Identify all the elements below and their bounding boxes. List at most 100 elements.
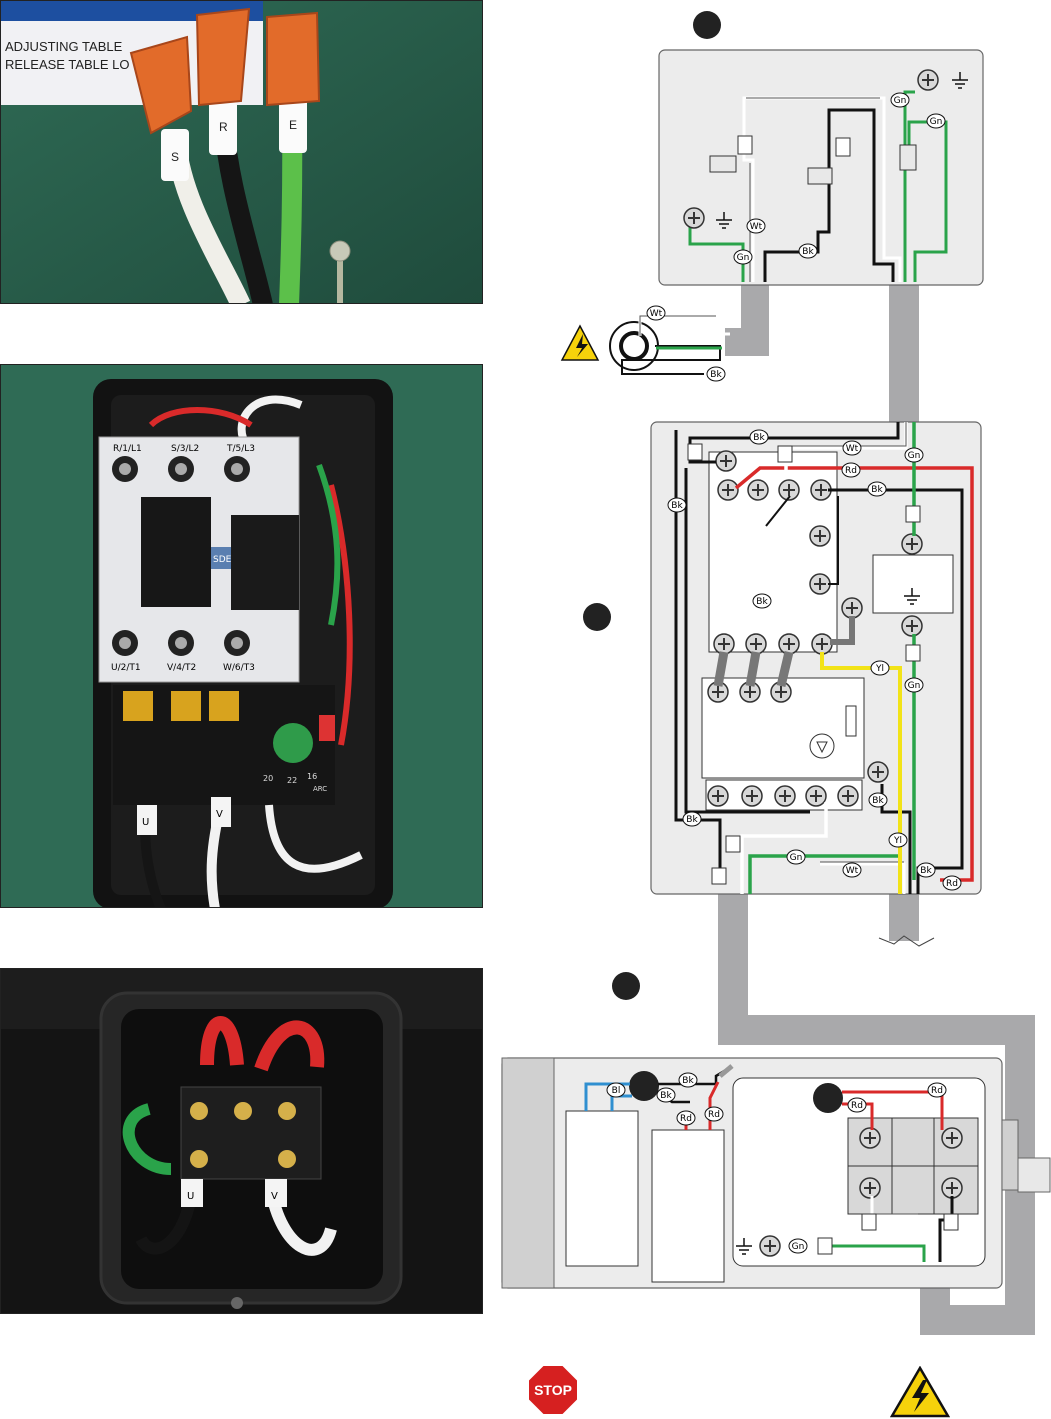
- step-marker-middle: [583, 603, 611, 631]
- wire-tag-label: Yl: [875, 664, 884, 674]
- wire-tag-label: Wt: [846, 444, 859, 454]
- wire-tag-green: Gn: [786, 849, 806, 865]
- contactor-label-l2: S/3/L2: [171, 444, 199, 454]
- wire-tag-red: Rd: [847, 1097, 867, 1113]
- conduit: [725, 285, 769, 356]
- wire-tag-yellow: Yl: [888, 832, 908, 848]
- wire-tag-white: Wt: [842, 440, 862, 456]
- plug-icon: [609, 321, 659, 371]
- wire-tag-green: Gn: [788, 1238, 808, 1254]
- stop-sign-label: STOP: [534, 1382, 572, 1398]
- wire-label-v: V: [216, 809, 223, 820]
- wire-tag-label: Bl: [612, 1086, 621, 1096]
- wire-tag-label: Rd: [946, 879, 958, 889]
- wire-tag-label: Rd: [680, 1114, 692, 1124]
- wire-tag-label: Gn: [908, 681, 921, 691]
- photo-switch-box: R/1/L1 S/3/L2 T/5/L3 SDE U/2/T1 V/4/T2 W…: [0, 364, 483, 908]
- wire-tag-yellow: Yl: [870, 660, 890, 676]
- step-marker-top: [693, 11, 721, 39]
- wire-nut: [266, 11, 321, 107]
- wire-tag-green: Gn: [926, 113, 946, 129]
- wire-label-u: U: [142, 817, 149, 828]
- wire-tag-label: Bk: [872, 796, 884, 806]
- contactor-label-t1: U/2/T1: [111, 663, 141, 673]
- wiring-diagram: GnGnWtBkGnWtBkBkWtGnRdBkBkBkYlGnBkBkYlGn…: [501, 11, 1051, 1335]
- wire-tag-label: Wt: [846, 866, 859, 876]
- wire-tag-label: Rd: [708, 1110, 720, 1120]
- stop-sign-icon: STOP: [527, 1364, 579, 1416]
- wire-tag-white: Wt: [746, 218, 766, 234]
- wire-nut: [129, 35, 193, 135]
- wire-tag-green: Gn: [890, 92, 910, 108]
- relay-scale-20: 20: [263, 774, 273, 783]
- wire-tag-label: Bk: [753, 433, 765, 443]
- wire-tag-black: Bk: [667, 497, 687, 513]
- wire-tag-red: Rd: [841, 462, 861, 478]
- wire-tag-label: Gn: [894, 96, 907, 106]
- wire-tag-white: Wt: [646, 305, 666, 321]
- wire-tag-label: Bk: [660, 1091, 672, 1101]
- conduit: [889, 893, 919, 941]
- wire-tag-green: Gn: [733, 249, 753, 265]
- photo-motor-junction: U V: [0, 968, 483, 1314]
- step-marker-bottom: [612, 972, 640, 1000]
- motor-wire-label-u: U: [187, 1191, 194, 1202]
- wire-tag-black: Bk: [868, 792, 888, 808]
- wire-tag-label: Gn: [908, 451, 921, 461]
- contactor-brand: SDE: [213, 555, 232, 565]
- wire-tag-label: Gn: [930, 117, 943, 127]
- wire-tag-black: Bk: [749, 429, 769, 445]
- wire-tag-label: Bk: [682, 1076, 694, 1086]
- notice-line-2: RELEASE TABLE LO EVE: [5, 57, 159, 72]
- capacitor-run: [651, 1129, 725, 1283]
- wire-tag-black: Bk: [916, 862, 936, 878]
- contactor-label-l1: R/1/L1: [113, 444, 142, 454]
- wire-tag-label: Wt: [650, 309, 663, 319]
- wire-tag-green: Gn: [904, 677, 924, 693]
- wire-tag-label: Bk: [710, 370, 722, 380]
- wire-tag-black: Bk: [798, 243, 818, 259]
- wire-label-s: S: [171, 150, 179, 164]
- wire-label-r: R: [219, 120, 228, 134]
- conduit: [889, 285, 919, 422]
- notice-line-1: ADJUSTING TABLE: [5, 39, 123, 54]
- contactor-label-t2: V/4/T2: [167, 663, 196, 673]
- wire-tag-label: Rd: [851, 1101, 863, 1111]
- wire-tag-label: Bk: [671, 501, 683, 511]
- wire-tag-label: Bk: [686, 815, 698, 825]
- wire-tags: GnGnWtBkGnWtBkBkWtGnRdBkBkBkYlGnBkBkYlGn…: [606, 92, 962, 1254]
- wire-tag-label: Bk: [802, 247, 814, 257]
- wire-tag-label: Gn: [792, 1242, 805, 1252]
- wire-tag-red: Rd: [927, 1082, 947, 1098]
- wire-tag-black: Bk: [656, 1087, 676, 1103]
- wire-tag-red: Rd: [704, 1106, 724, 1122]
- relay-scale-22: 22: [287, 776, 297, 785]
- wire-tag-red: Rd: [676, 1110, 696, 1126]
- wire-tag-black: Bk: [678, 1072, 698, 1088]
- wire-tag-blue: Bl: [606, 1082, 626, 1098]
- photo-plug-wires: ADJUSTING TABLE RELEASE TABLE LO EVE S R…: [0, 0, 483, 304]
- wire-tag-black: Bk: [867, 481, 887, 497]
- wire-tag-green: Gn: [904, 447, 924, 463]
- wire-tag-white: Wt: [842, 862, 862, 878]
- wire-tag-label: Wt: [750, 222, 763, 232]
- relay-label-arc: ARC: [313, 785, 327, 793]
- wire-tag-label: Bk: [920, 866, 932, 876]
- wire-tag-black: Bk: [682, 811, 702, 827]
- wire-tag-label: Rd: [845, 466, 857, 476]
- wire-tag-label: Gn: [737, 253, 750, 263]
- wire-tag-black: Bk: [752, 593, 772, 609]
- wire-tag-label: Rd: [931, 1086, 943, 1096]
- wire-tag-black: Bk: [706, 366, 726, 382]
- wire-tag-label: Yl: [893, 836, 902, 846]
- wire-nut: [195, 7, 251, 107]
- wire-tag-label: Bk: [871, 485, 883, 495]
- wire-tag-label: Gn: [790, 853, 803, 863]
- wire-label-e: E: [289, 118, 297, 132]
- contactor-label-l3: T/5/L3: [226, 444, 255, 454]
- electrical-warning-icon: [890, 1366, 950, 1418]
- motor-wire-label-v: V: [271, 1191, 278, 1202]
- capacitor-start: [565, 1110, 639, 1267]
- wire-tag-label: Bk: [756, 597, 768, 607]
- relay-scale-16: 16: [307, 772, 317, 781]
